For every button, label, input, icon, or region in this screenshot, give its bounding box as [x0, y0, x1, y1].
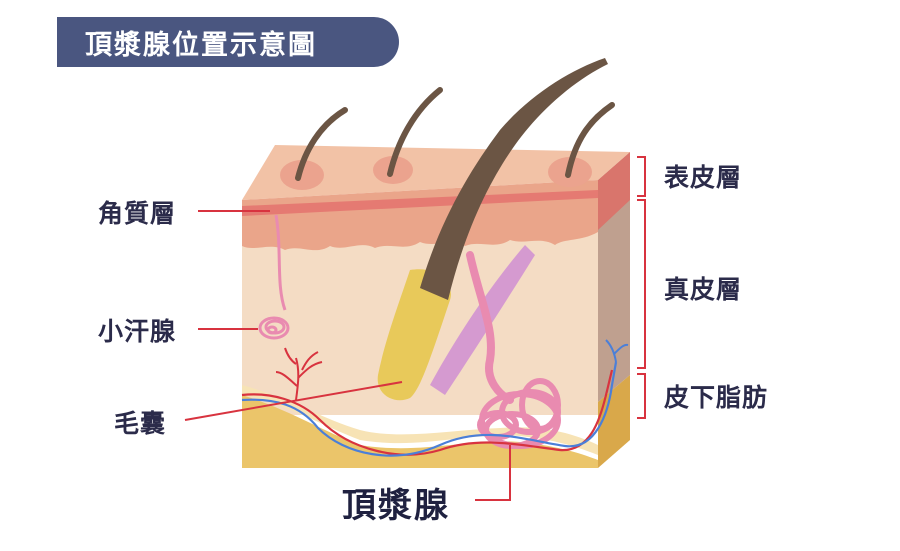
label-epidermis: 表皮層 [664, 158, 742, 194]
label-subcutaneous: 皮下脂肪 [664, 378, 768, 414]
label-stratum-corneum: 角質層 [98, 194, 176, 230]
label-dermis: 真皮層 [664, 270, 742, 306]
bracket-subcutaneous [637, 374, 645, 418]
label-hair-follicle: 毛囊 [114, 404, 166, 440]
label-apocrine-gland: 頂漿腺 [342, 478, 450, 527]
bracket-epidermis [637, 157, 645, 196]
bracket-dermis [637, 200, 645, 368]
label-eccrine-gland: 小汗腺 [98, 312, 176, 348]
